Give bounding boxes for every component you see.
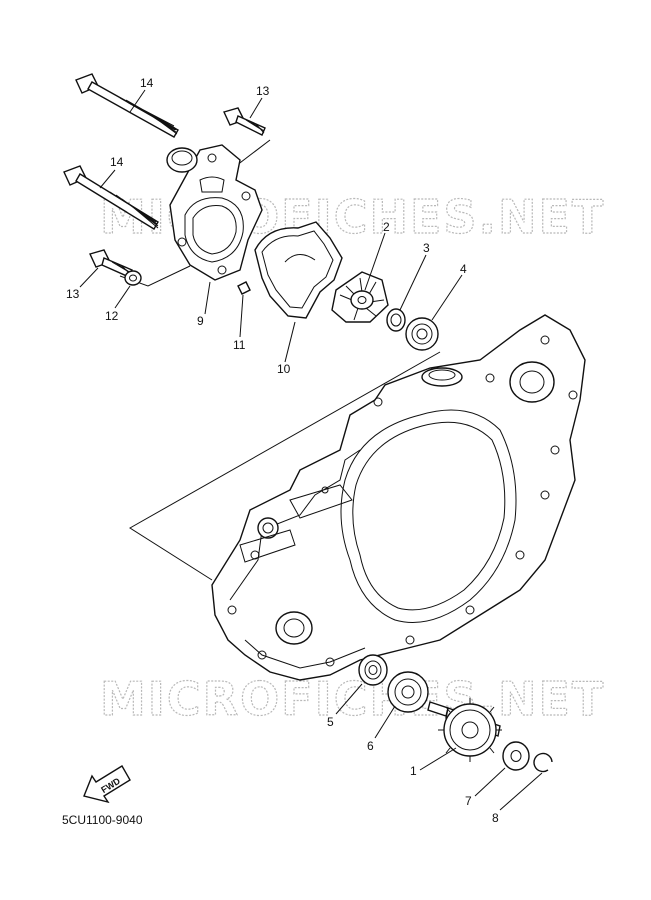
callout-3: 3 [423,241,430,255]
callout-9: 9 [197,314,204,328]
callout-13-upper: 13 [256,84,270,98]
diagram-code: 5CU1100-9040 [62,813,143,827]
callout-12: 12 [105,309,119,323]
oil-seal-5 [358,654,388,686]
gasket-10 [254,221,343,319]
washer-7 [502,741,530,771]
crankcase-cover [211,314,586,681]
callout-14-lower: 14 [110,155,124,169]
bolt-14-upper [75,73,179,138]
circlip-8 [533,752,553,773]
bolt-13-upper [223,107,266,136]
bearing-4 [405,317,439,351]
watermark-bottom: MICROFICHES.NET [100,672,605,726]
callout-11: 11 [233,338,246,352]
callout-13-lower: 13 [66,287,80,301]
callout-5: 5 [327,715,334,729]
callout-7: 7 [465,794,472,808]
callout-1: 1 [410,764,417,778]
callout-4: 4 [460,262,467,276]
callout-leaders [79,89,543,811]
callout-14-upper: 14 [140,76,154,90]
oil-seal-3 [386,308,406,332]
bearing-6 [387,671,429,713]
callout-6: 6 [367,739,374,753]
pump-housing-9 [166,144,263,281]
bolt-13-lower [89,249,133,278]
dowel-pin-11 [237,281,251,295]
washer-12 [124,270,142,286]
fwd-arrow-icon: FWD [83,765,131,804]
callout-8: 8 [492,811,499,825]
impeller-2 [331,271,389,323]
bolt-14-lower [63,165,159,230]
shaft-gear-1 [427,698,502,762]
callout-2: 2 [383,220,390,234]
callout-10: 10 [277,362,291,376]
